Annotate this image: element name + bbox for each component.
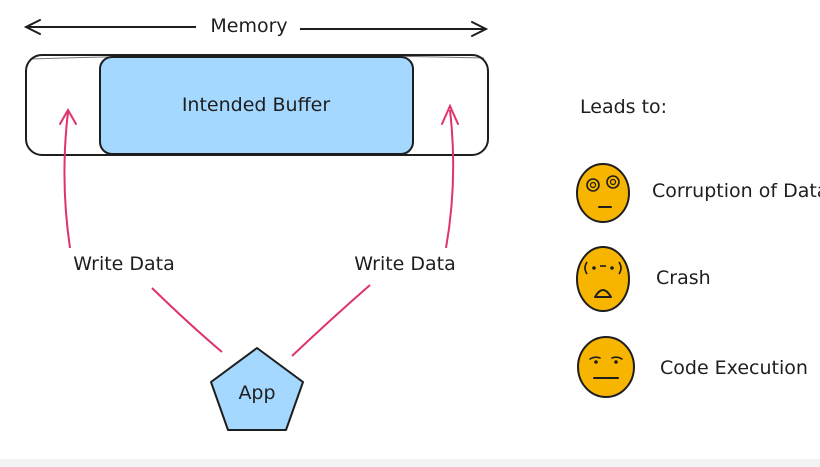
write-data-left-label: Write Data [73, 253, 175, 275]
dizzy-face-icon [576, 163, 630, 223]
outcome-crash-label: Crash [656, 267, 711, 289]
intended-buffer-label: Intended Buffer [181, 94, 331, 116]
worried-face-icon [577, 336, 635, 398]
app-label: App [238, 382, 276, 404]
outcome-code-execution-label: Code Execution [660, 357, 808, 379]
memory-label: Memory [210, 15, 288, 37]
intended-buffer-block [99, 56, 414, 155]
write-arrow-left [59, 107, 223, 353]
app-pentagon [210, 347, 304, 431]
write-arrow-right [291, 103, 459, 357]
outcome-corruption-label: Corruption of Data [652, 180, 820, 202]
write-data-right-label: Write Data [354, 253, 456, 275]
bottom-edge-strip [0, 459, 820, 467]
leads-to-label: Leads to: [580, 96, 668, 118]
memory-span-arrow [23, 19, 489, 37]
shocked-face-icon [576, 246, 630, 312]
